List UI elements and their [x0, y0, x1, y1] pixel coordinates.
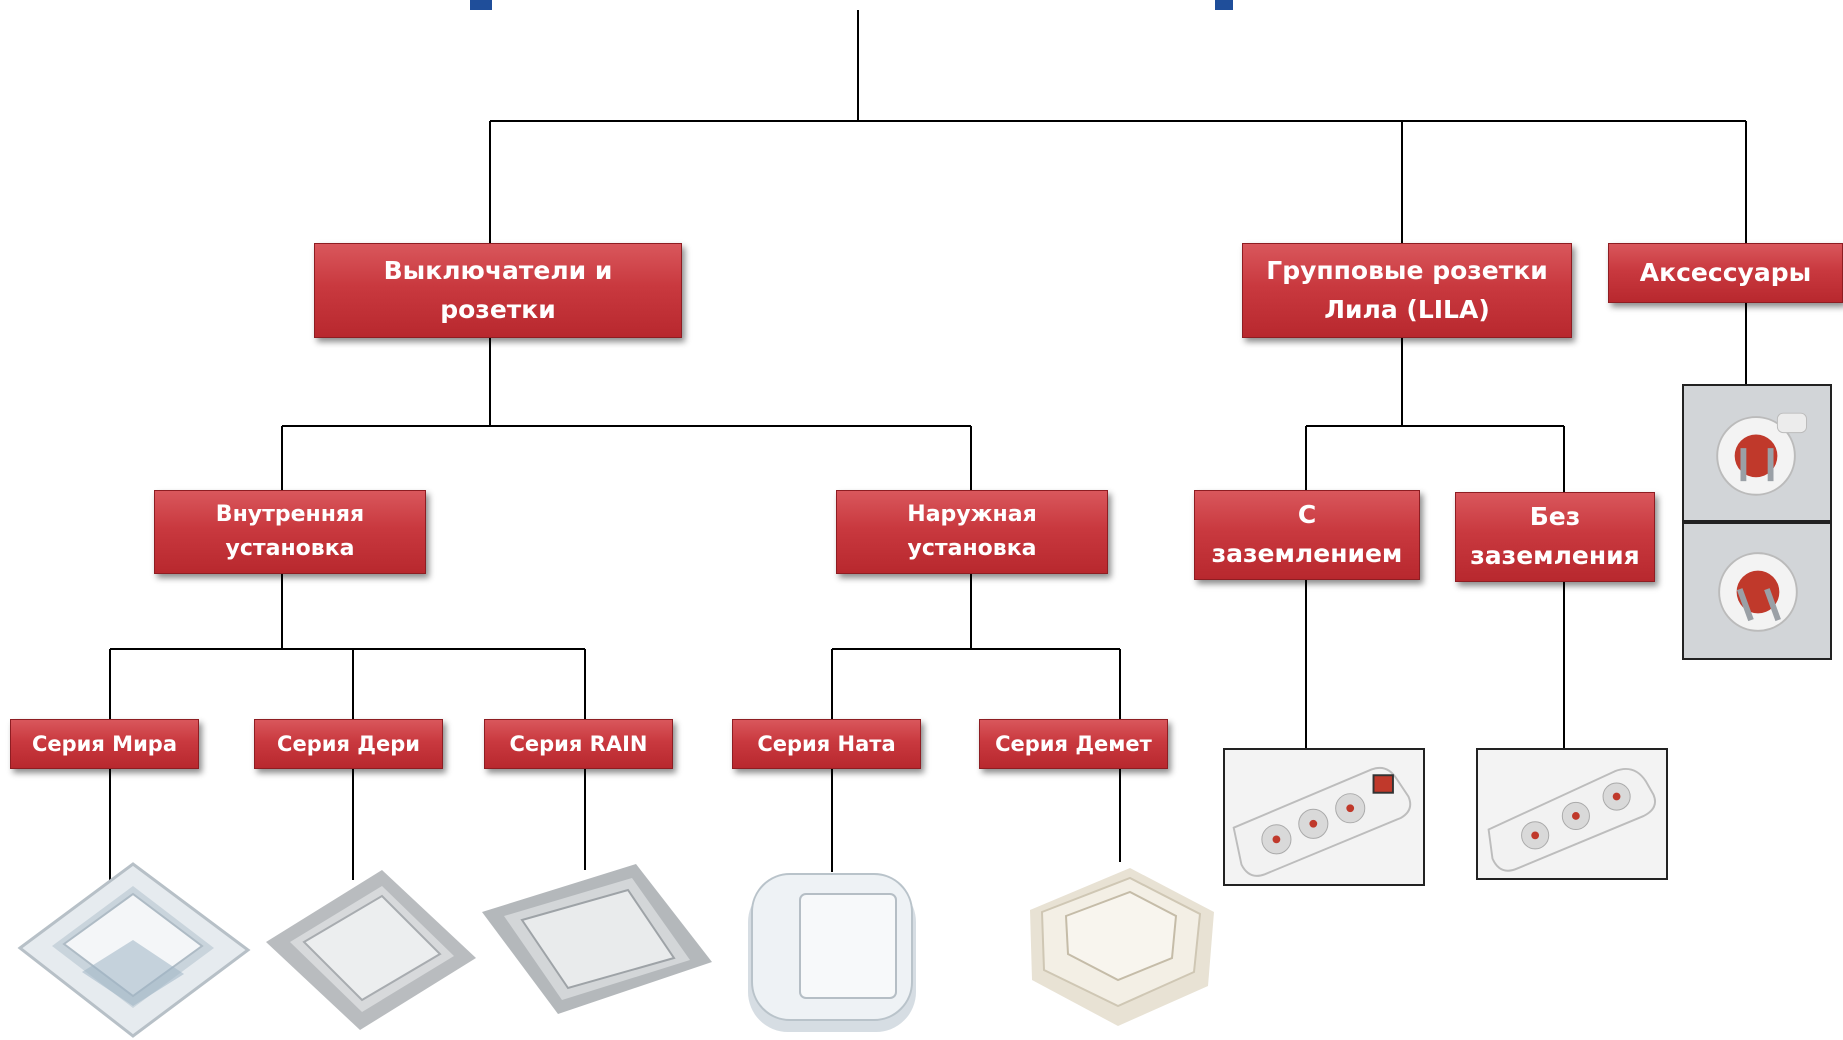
- node-outdoor-installation: Наружная установка: [836, 490, 1108, 574]
- plug-image-bottom: [1682, 522, 1832, 660]
- switch-nata-image: [742, 860, 922, 1036]
- title-fragment-left: [470, 0, 492, 10]
- node-series-deri: Серия Дери: [254, 719, 443, 769]
- title-fragment-right: [1215, 0, 1233, 10]
- node-series-nata: Серия Ната: [732, 719, 921, 769]
- node-group-sockets-lila: Групповые розетки Лила (LILA): [1242, 243, 1572, 338]
- node-series-demet: Серия Демет: [979, 719, 1168, 769]
- node-ungrounded: Без заземления: [1455, 492, 1655, 582]
- node-switches-and-sockets: Выключатели и розетки: [314, 243, 682, 338]
- node-indoor-installation: Внутренняя установка: [154, 490, 426, 574]
- node-accessories: Аксессуары: [1608, 243, 1843, 303]
- switch-mira-image: [12, 860, 254, 1038]
- ungrounded-power-strip-image: [1476, 748, 1668, 880]
- switch-rain-image: [478, 860, 716, 1018]
- switch-demet-image: [1022, 850, 1218, 1030]
- plug-image-top: [1682, 384, 1832, 522]
- switch-deri-image: [262, 862, 480, 1034]
- node-series-rain: Серия RAIN: [484, 719, 673, 769]
- node-series-mira: Серия Мира: [10, 719, 199, 769]
- node-grounded: С заземлением: [1194, 490, 1420, 580]
- grounded-power-strip-image: [1223, 748, 1425, 886]
